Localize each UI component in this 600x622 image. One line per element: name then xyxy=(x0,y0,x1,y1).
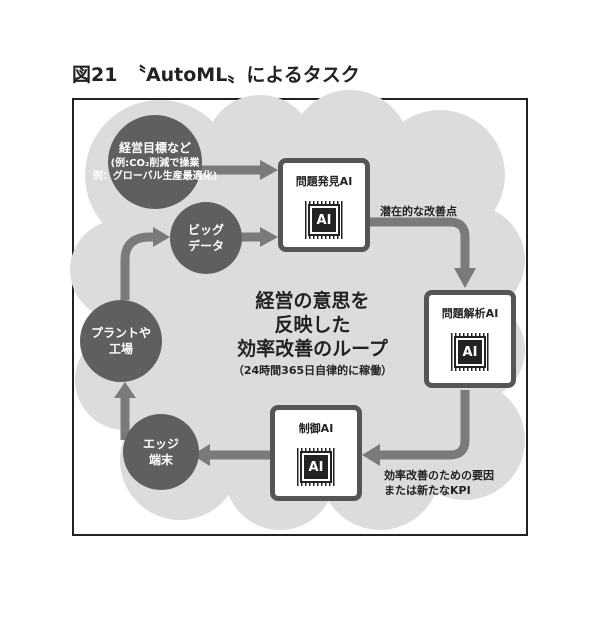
arrow-analysis-to-control xyxy=(378,390,470,460)
bigdata-label-1: ビッグ xyxy=(187,222,224,237)
note-factors: 効率改善のための要因 または新たなKPI xyxy=(384,468,494,499)
note-latent-improvements: 潜在的な改善点 xyxy=(380,205,457,218)
plant-label-2: 工場 xyxy=(108,342,133,356)
chip-text: AI xyxy=(308,204,340,236)
discovery-ai-label: 問題発見AI xyxy=(295,175,353,188)
ai-box-control: 制御AI AI xyxy=(270,405,362,501)
center-caption: 経営の意思を 反映した 効率改善のループ （24時間365日自律的に稼働） xyxy=(205,290,420,378)
center-line-2: 反映した xyxy=(274,313,351,336)
arrow-discovery-to-analysis xyxy=(370,217,470,270)
node-business-goals: 経営目標など (例:CO₂削減で操業 例：グローバル生産最適化) xyxy=(93,115,217,209)
ai-chip-icon: AI xyxy=(451,333,489,371)
factors-line-2: または新たなKPI xyxy=(384,484,471,498)
figure-title: 図21 〝AutoML〟によるタスク xyxy=(72,64,360,86)
ai-box-discovery: 問題発見AI AI xyxy=(278,158,370,252)
analysis-ai-label: 問題解析AI xyxy=(441,307,499,320)
ai-box-analysis: 問題解析AI AI xyxy=(424,290,516,388)
plant-label-1: プラントや xyxy=(90,325,151,340)
goals-label: 経営目標など xyxy=(118,141,191,156)
chip-text: AI xyxy=(454,336,486,368)
center-line-1: 経営の意思を xyxy=(255,290,370,312)
bigdata-label-2: データ xyxy=(187,239,224,253)
center-subtitle: （24時間365日自律的に稼働） xyxy=(232,364,393,378)
factors-line-1: 効率改善のための要因 xyxy=(384,469,494,482)
node-big-data: ビッグ データ xyxy=(170,202,242,274)
goals-example-1: (例:CO₂削減で操業 xyxy=(110,157,200,169)
node-plant: プラントや 工場 xyxy=(80,300,162,382)
goals-example-2: 例：グローバル生産最適化) xyxy=(92,171,218,183)
edge-label-2: 端末 xyxy=(148,453,173,467)
arrow-plant-to-bigdata xyxy=(120,232,155,300)
ai-chip-icon: AI xyxy=(297,448,335,486)
ai-chip-icon: AI xyxy=(305,201,343,239)
center-line-3: 効率改善のループ xyxy=(237,337,388,360)
edge-label-1: エッジ xyxy=(142,436,179,451)
chip-text: AI xyxy=(300,451,332,483)
control-ai-label: 制御AI xyxy=(298,422,334,435)
node-edge-device: エッジ 端末 xyxy=(123,414,199,490)
diagram-frame xyxy=(72,98,528,536)
